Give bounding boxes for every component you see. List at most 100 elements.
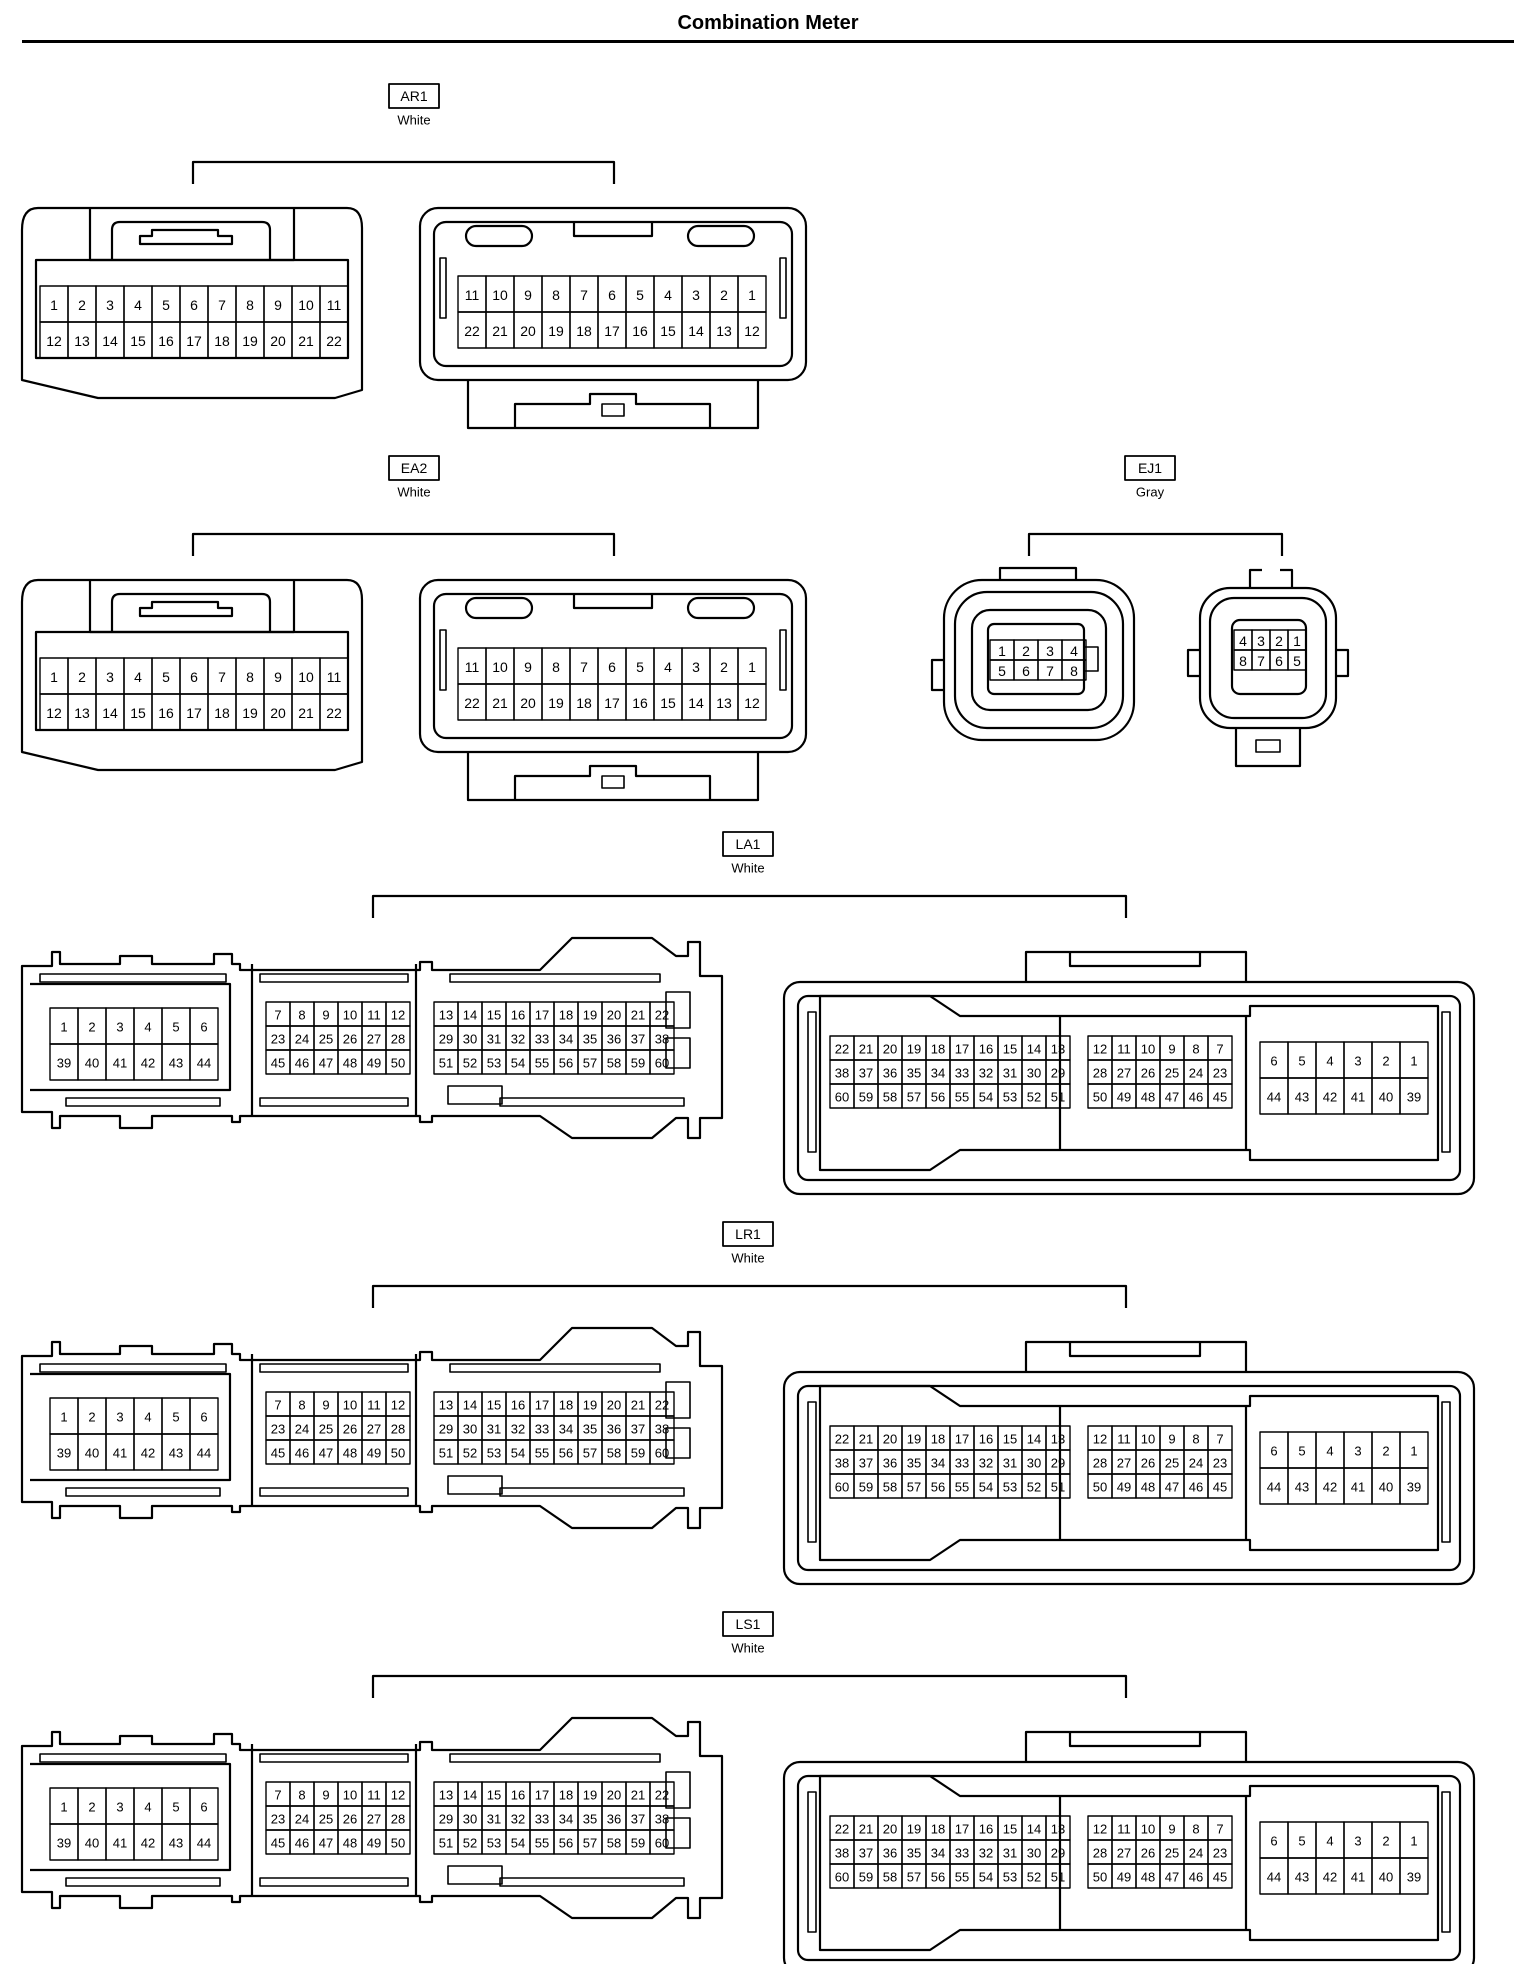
pin-number: 16 bbox=[632, 323, 648, 339]
pin-cell: 2 bbox=[1371, 1041, 1401, 1079]
pin-number: 41 bbox=[1351, 1480, 1365, 1495]
pin-cell: 14 bbox=[1021, 1035, 1047, 1061]
pin-number: 60 bbox=[655, 1836, 669, 1851]
pin-number: 7 bbox=[1257, 653, 1265, 669]
pin-number: 8 bbox=[298, 1398, 305, 1413]
pin-cell: 43 bbox=[1287, 1857, 1317, 1895]
pin-number: 8 bbox=[1192, 1432, 1199, 1447]
pin-number: 3 bbox=[1354, 1054, 1361, 1069]
pin-cell: 27 bbox=[1111, 1839, 1137, 1865]
pin-cell: 9 bbox=[1159, 1815, 1185, 1841]
pin-number: 8 bbox=[246, 297, 254, 313]
pin-cell: 24 bbox=[1183, 1449, 1209, 1475]
pin-number: 50 bbox=[1093, 1090, 1107, 1105]
pin-cell: 54 bbox=[505, 1829, 531, 1855]
pin-number: 7 bbox=[580, 287, 588, 303]
pin-number: 16 bbox=[511, 1398, 525, 1413]
lock-window bbox=[447, 1865, 503, 1885]
pin-number: 42 bbox=[141, 1446, 155, 1461]
pin-cell: 12 bbox=[737, 683, 767, 721]
pin-number: 36 bbox=[607, 1032, 621, 1047]
pin-number: 52 bbox=[1027, 1480, 1041, 1495]
pin-number: 33 bbox=[535, 1812, 549, 1827]
pin-cell: 8 bbox=[289, 1001, 315, 1027]
pin-cell: 5 bbox=[1287, 1041, 1317, 1079]
connector-shell bbox=[20, 1716, 724, 1920]
pin-number: 26 bbox=[343, 1422, 357, 1437]
pin-cell: 38 bbox=[829, 1059, 855, 1085]
pin-cell: 29 bbox=[1045, 1059, 1071, 1085]
pin-number: 38 bbox=[655, 1812, 669, 1827]
pin-cell: 2 bbox=[1013, 639, 1039, 661]
pin-number: 11 bbox=[327, 297, 342, 313]
pin-cell: 33 bbox=[529, 1415, 555, 1441]
pin-cell: 20 bbox=[601, 1781, 627, 1807]
pin-number: 18 bbox=[559, 1398, 573, 1413]
pin-number: 5 bbox=[172, 1800, 179, 1815]
pin-number: 43 bbox=[169, 1056, 183, 1071]
pin-box bbox=[385, 1829, 411, 1855]
pin-number: 44 bbox=[197, 1056, 211, 1071]
pin-cell: 8 bbox=[1183, 1425, 1209, 1451]
pin-number: 13 bbox=[1051, 1042, 1065, 1057]
pin-number: 6 bbox=[1275, 653, 1283, 669]
pin-cell: 17 bbox=[179, 693, 209, 731]
pin-number: 53 bbox=[1003, 1870, 1017, 1885]
pin-cell: 53 bbox=[997, 1473, 1023, 1499]
page-title: Combination Meter bbox=[677, 12, 859, 34]
pin-cell: 3 bbox=[1343, 1431, 1373, 1469]
pin-number: 17 bbox=[604, 323, 620, 339]
pin-cell: 44 bbox=[1259, 1857, 1289, 1895]
pin-cell: 28 bbox=[385, 1805, 411, 1831]
pin-cell: 21 bbox=[485, 683, 515, 721]
pin-cell: 31 bbox=[481, 1415, 507, 1441]
pin-number: 10 bbox=[492, 287, 508, 303]
pin-number: 55 bbox=[535, 1056, 549, 1071]
pin-cell: 11 bbox=[319, 657, 349, 695]
pin-number: 39 bbox=[57, 1056, 71, 1071]
top-key bbox=[1068, 1732, 1202, 1748]
pin-cell: 7 bbox=[1207, 1425, 1233, 1451]
pin-number: 19 bbox=[548, 695, 564, 711]
top-housing bbox=[1024, 1340, 1248, 1372]
lock-window bbox=[447, 1085, 503, 1105]
pin-cell: 42 bbox=[133, 1823, 163, 1861]
pin-cell: 43 bbox=[161, 1043, 191, 1081]
pin-number: 11 bbox=[367, 1788, 381, 1803]
pin-number: 42 bbox=[1323, 1870, 1337, 1885]
pin-cell: 17 bbox=[529, 1781, 555, 1807]
pin-number: 25 bbox=[319, 1812, 333, 1827]
pin-number: 57 bbox=[583, 1056, 597, 1071]
pin-cell: 4 bbox=[133, 1397, 163, 1435]
pin-number: 21 bbox=[492, 323, 508, 339]
pin-number: 21 bbox=[298, 705, 314, 721]
top-key bbox=[1068, 1342, 1202, 1358]
pin-number: 39 bbox=[1407, 1870, 1421, 1885]
pin-number: 20 bbox=[270, 333, 286, 349]
pin-cell: 52 bbox=[1021, 1863, 1047, 1889]
pin-number: 15 bbox=[130, 705, 146, 721]
pin-number: 29 bbox=[439, 1812, 453, 1827]
pin-number: 10 bbox=[1141, 1822, 1155, 1837]
pin-number: 5 bbox=[1298, 1834, 1305, 1849]
pin-number: 52 bbox=[1027, 1090, 1041, 1105]
pin-number: 49 bbox=[367, 1446, 381, 1461]
pin-box bbox=[1045, 1083, 1071, 1109]
pin-cell: 8 bbox=[289, 1391, 315, 1417]
pin-number: 58 bbox=[607, 1836, 621, 1851]
pin-number: 1 bbox=[1410, 1444, 1417, 1459]
pin-number: 28 bbox=[1093, 1066, 1107, 1081]
pin-number: 7 bbox=[274, 1008, 281, 1023]
side-window bbox=[665, 1427, 691, 1459]
connector-inner bbox=[970, 608, 1108, 712]
pin-number: 58 bbox=[607, 1446, 621, 1461]
pin-cell: 30 bbox=[1021, 1839, 1047, 1865]
pin-cell: 1 bbox=[49, 1397, 79, 1435]
pin-cell: 37 bbox=[625, 1415, 651, 1441]
pin-number: 8 bbox=[1239, 653, 1247, 669]
top-rib bbox=[39, 1753, 227, 1763]
pin-number: 37 bbox=[859, 1066, 873, 1081]
